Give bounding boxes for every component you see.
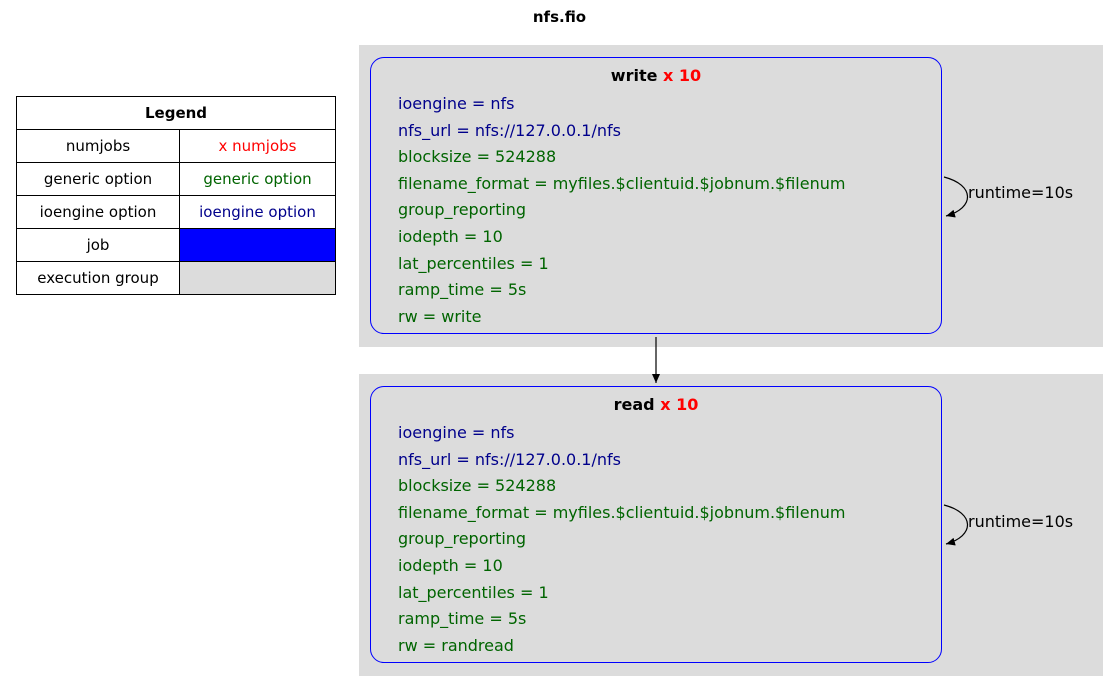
loop-label: runtime=10s [968,512,1074,531]
job-options: ioengine = nfs nfs_url = nfs://127.0.0.1/… [398,420,845,659]
job-option: ioengine = nfs [398,423,515,442]
job-option: ramp_time = 5s [398,609,527,629]
job-option: iodepth = 10 [398,555,503,575]
job-name: read [613,395,655,414]
legend-table: Legend numjobs x numjobs generic option … [16,96,336,295]
legend-row: numjobs x numjobs [16,129,336,163]
job-option: iodepth = 10 [398,226,503,246]
self-loop-write [943,176,969,218]
job-option: ioengine = nfs [398,94,515,113]
job-node-write[interactable]: write x 10 ioengine = nfs nfs_url = nfs:/… [370,57,942,334]
legend-row: execution group [16,261,336,295]
legend-swatch-job [179,228,336,262]
execution-group: write x 10 ioengine = nfs nfs_url = nfs:/… [359,45,1103,347]
legend-swatch-execution-group [179,261,336,295]
job-options: ioengine = nfs nfs_url = nfs://127.0.0.1/… [398,91,845,330]
legend-key: numjobs [16,129,180,163]
job-title: write x 10 [371,66,941,85]
job-option: blocksize = 524288 [398,147,557,167]
job-name: write [610,66,658,85]
legend-value: x numjobs [179,129,336,163]
job-option: ramp_time = 5s [398,280,527,300]
legend-row: job [16,228,336,262]
legend-key: generic option [16,162,180,196]
legend-header: Legend [16,96,336,130]
job-option: filename_format = myfiles.$clientuid.$jo… [398,173,846,193]
job-option: nfs_url = nfs://127.0.0.1/nfs [398,449,621,469]
legend-value: generic option [179,162,336,196]
job-option: nfs_url = nfs://127.0.0.1/nfs [398,120,621,140]
self-loop-read [943,504,969,546]
diagram-title: nfs.fio [532,8,587,26]
job-title: read x 10 [371,395,941,414]
job-option: lat_percentiles = 1 [398,582,549,602]
job-option: rw = randread [398,635,514,655]
legend-row: generic option generic option [16,162,336,196]
job-node-read[interactable]: read x 10 ioengine = nfs nfs_url = nfs://… [370,386,942,663]
job-option: filename_format = myfiles.$clientuid.$jo… [398,502,846,522]
job-option: blocksize = 524288 [398,476,557,496]
job-option: rw = write [398,306,482,326]
legend-key: job [16,228,180,262]
job-multiplier: x 10 [660,395,699,414]
legend-row: ioengine option ioengine option [16,195,336,229]
job-option: lat_percentiles = 1 [398,253,549,273]
job-option: group_reporting [398,529,527,549]
loop-label: runtime=10s [968,183,1074,202]
job-option: group_reporting [398,200,527,220]
job-multiplier: x 10 [663,66,702,85]
legend-value: ioengine option [179,195,336,229]
execution-group: read x 10 ioengine = nfs nfs_url = nfs://… [359,374,1103,676]
legend-key: execution group [16,261,180,295]
